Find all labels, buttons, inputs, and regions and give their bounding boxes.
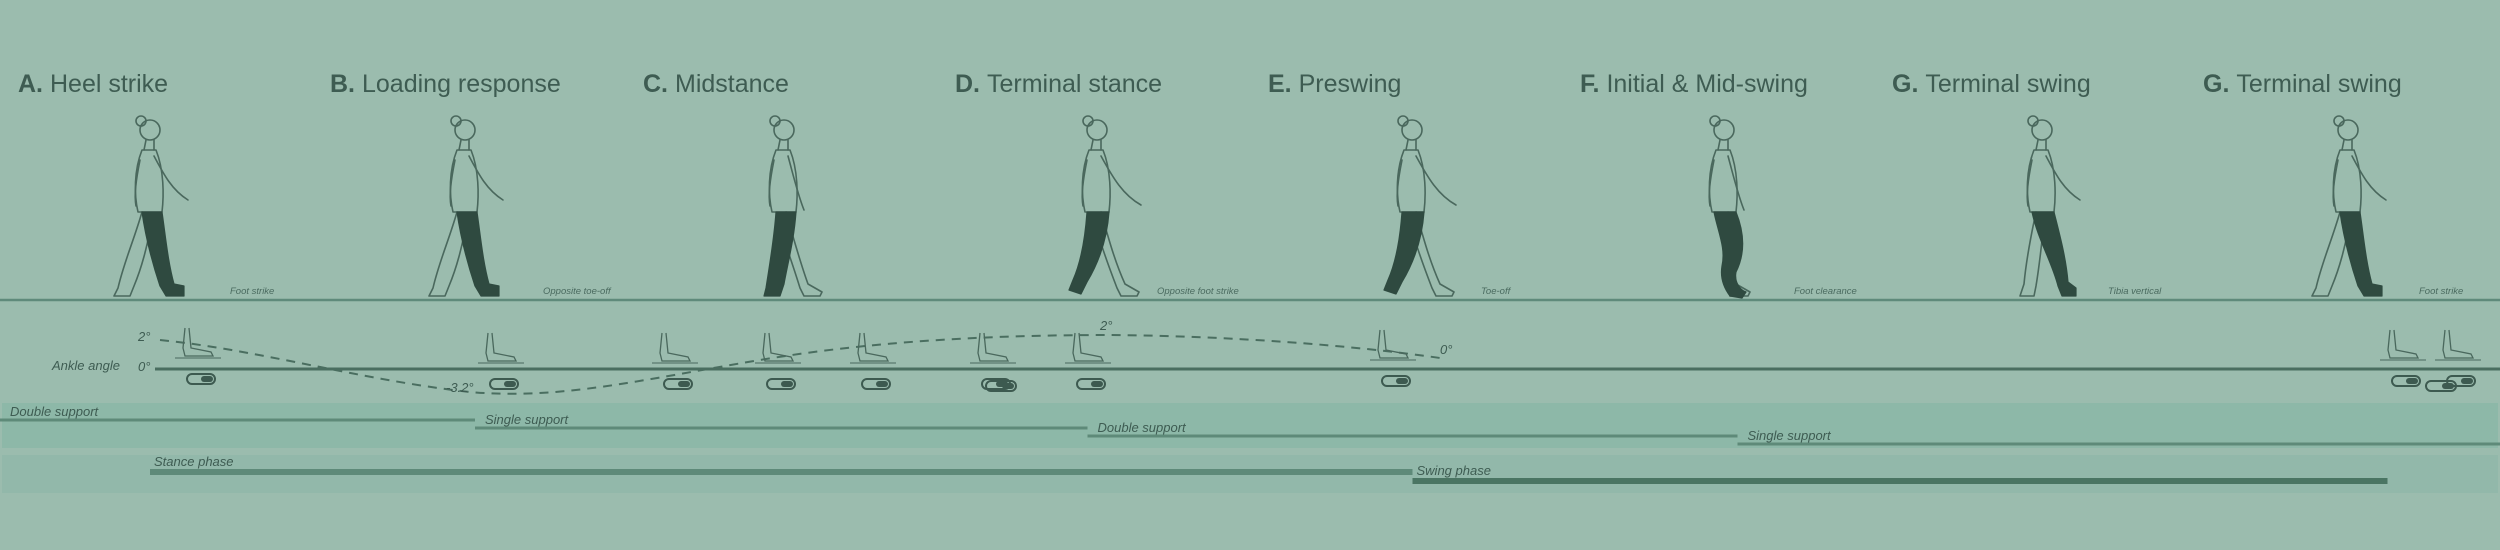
active-leg [141,211,185,297]
phase-letter: B. [330,70,355,98]
phase-title: C.Midstance [643,70,789,98]
phase-title: G.Terminal swing [1892,70,2091,98]
footprint-icon [985,380,1017,392]
active-leg [2031,211,2077,297]
walking-figure [113,115,189,297]
foot-sketch [652,332,698,390]
phase-letter: C. [643,70,668,98]
footprint-icon [663,378,693,390]
walking-figure [763,115,823,297]
ankle-angle-label: Ankle angle [51,358,120,373]
phase-name: Loading response [362,70,561,98]
footprint-icon [186,373,216,385]
gait-phase-label: Swing phase [1417,463,1491,478]
walking-figure [1068,115,1142,297]
phase-letter: G. [2203,70,2229,98]
phase-title: F.Initial & Mid-swing [1580,70,1808,98]
phase-name: Heel strike [50,70,168,98]
footprint-icon [2425,380,2457,392]
phase-title: B.Loading response [330,70,561,98]
gait-phase-label: Stance phase [154,454,234,469]
support-label: Double support [10,404,100,419]
active-leg [1713,211,1747,299]
ankle-zero-right-label: 0° [1440,342,1452,357]
footprint-icon [1381,375,1411,387]
active-leg [763,211,797,297]
active-leg [456,211,500,297]
walking-figure [428,115,504,297]
phase-name: Terminal stance [987,70,1162,98]
ankle-plus2-left-label: 2° [137,329,150,344]
event-label: Tibia vertical [2108,286,2162,297]
ankle-minus32-label: -3.2° [446,380,474,395]
footprint-icon [489,378,519,390]
event-label: Foot clearance [1794,286,1857,297]
foot-sketch [2435,329,2481,387]
support-label: Double support [1098,420,1188,435]
event-label: Toe-off [1481,286,1512,297]
support-label: Single support [1748,428,1832,443]
phase-letter: A. [18,70,43,98]
active-leg [1383,211,1425,295]
ankle-zero-label: 0° [138,359,150,374]
footprint-icon [2391,375,2421,387]
foot-sketch [1370,329,1416,387]
footprint-icon [861,378,891,390]
phase-title: D.Terminal stance [955,70,1162,98]
event-label: Opposite foot strike [1157,286,1239,297]
foot-sketch [2380,329,2426,387]
foot-sketch [175,327,221,385]
phase-name: Preswing [1299,70,1402,98]
walking-figure [1708,115,1751,299]
walking-figure [2311,115,2387,297]
foot-sketch [478,332,524,390]
phase-name: Midstance [675,70,789,98]
phase-letter: F. [1580,70,1599,98]
support-band [2,403,2498,448]
phase-name: Initial & Mid-swing [1606,70,1807,98]
phase-name: Terminal swing [2236,70,2401,98]
phase-title: G.Terminal swing [2203,70,2402,98]
phase-name: Terminal swing [1925,70,2090,98]
phase-letter: E. [1268,70,1292,98]
walking-figure [1383,115,1457,297]
ankle-angle-curve [159,333,1441,395]
event-label: Opposite toe-off [543,286,612,297]
phase-letter: D. [955,70,980,98]
phase-title: E.Preswing [1268,70,1401,98]
phase-title: A.Heel strike [18,70,168,98]
foot-sketch [1065,332,1111,390]
phase-letter: G. [1892,70,1918,98]
foot-sketch [850,332,896,390]
footprint-icon [766,378,796,390]
event-label: Foot strike [2419,286,2463,297]
active-leg [1068,211,1110,295]
foot-sketch [755,332,801,390]
footprint-icon [1076,378,1106,390]
active-leg [2339,211,2383,297]
support-label: Single support [485,412,569,427]
walking-figure [2019,115,2081,297]
ankle-plus2-mid-label: 2° [1099,318,1112,333]
event-label: Foot strike [230,286,274,297]
